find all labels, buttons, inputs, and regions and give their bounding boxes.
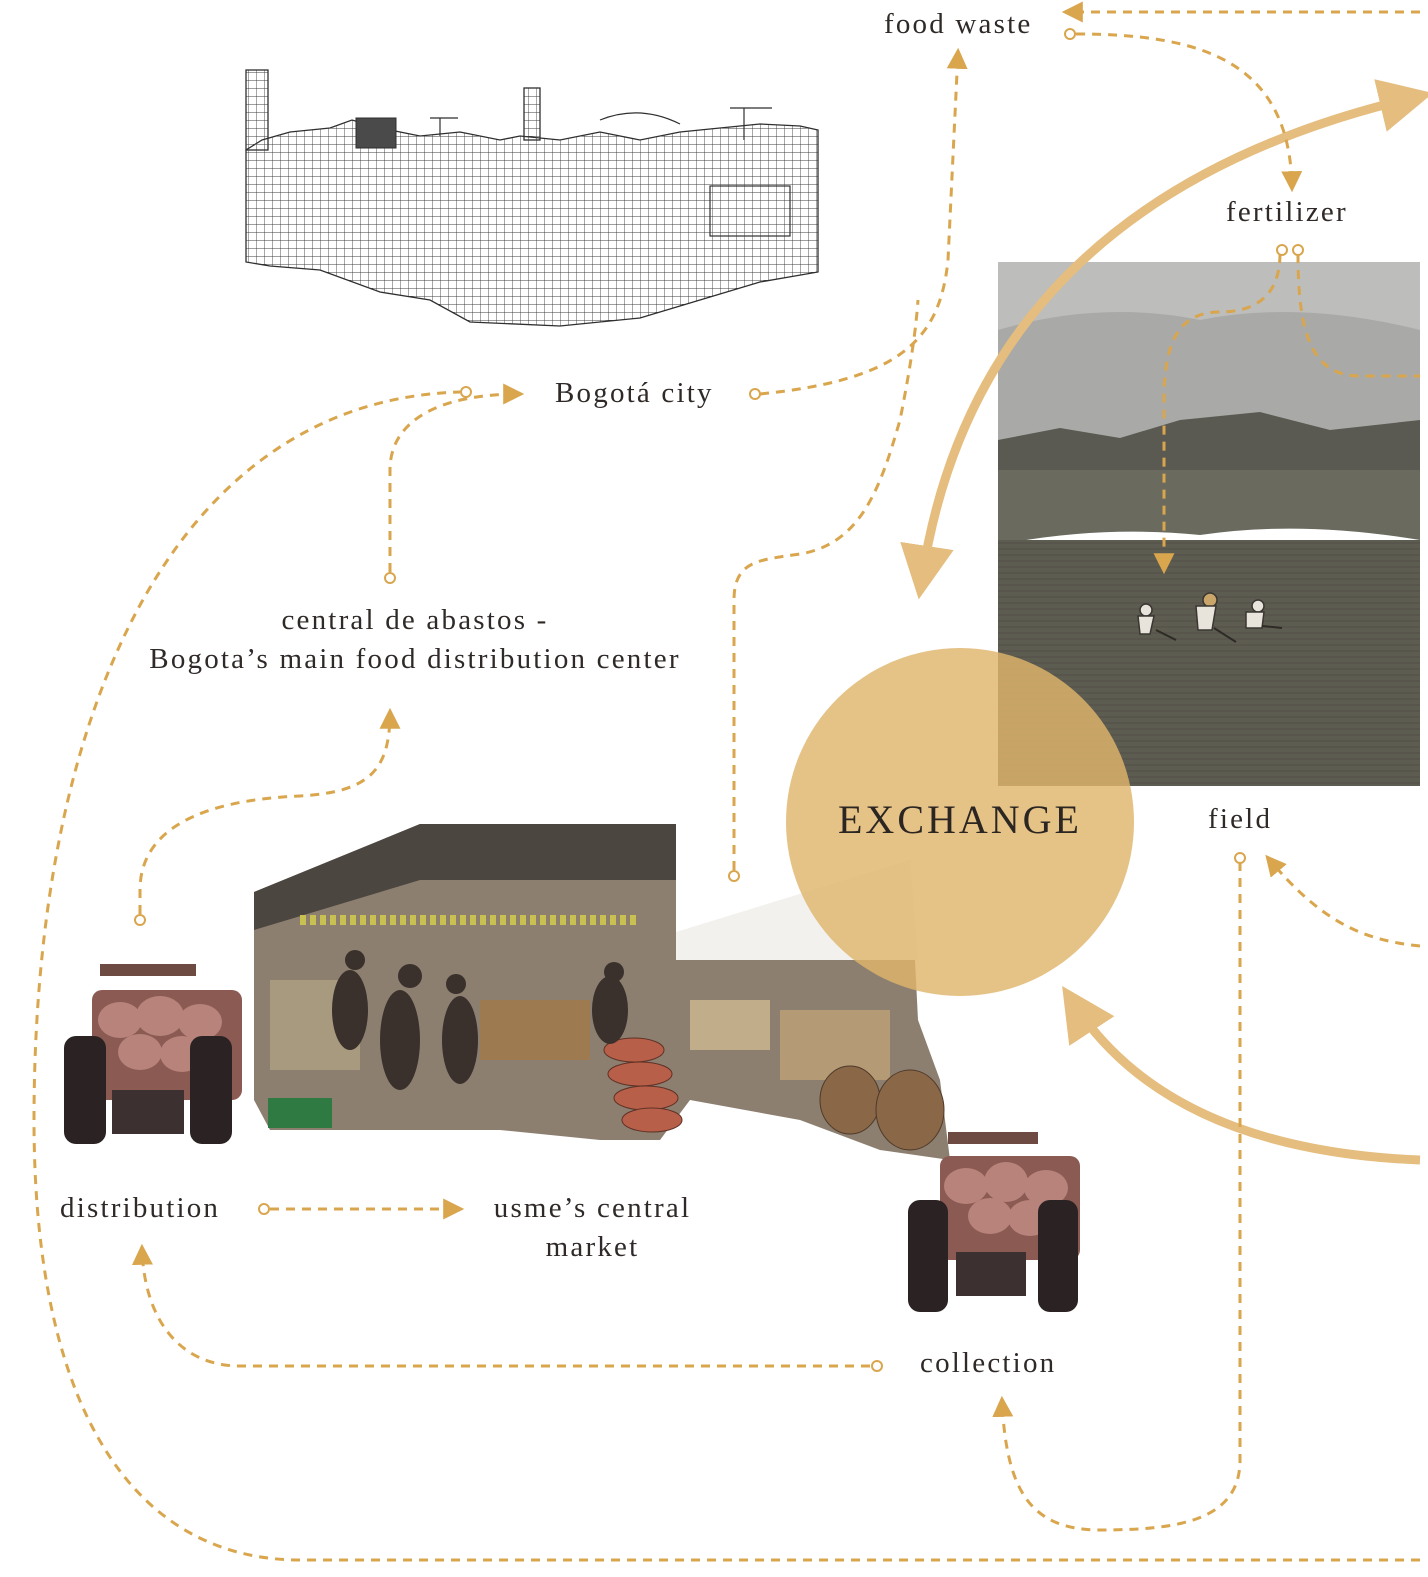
central-abastos-label-line1: central de abastos - [281,604,549,636]
field-to-exchange-arc [1062,985,1421,1165]
central-abastos-label-line2: Bogota’s main food distribution center [149,643,681,675]
bogota-skyline-sketch [245,69,819,327]
outer-loop-to-bogota-connector [32,390,1420,1562]
outer-to-field-connector [1265,854,1421,948]
connector-node [1234,852,1246,864]
exchange-label: EXCHANGE [838,797,1082,842]
connector-node [749,388,761,400]
usme-market-label-line2: market [545,1231,640,1263]
fertilizer-to-field-connector [1153,253,1282,575]
bogota-city-label: Bogotá city [555,377,714,409]
tractor-loaded-with-sacks-icon-2 [908,1132,1080,1312]
connector-node [134,914,146,926]
field-label: field [1208,803,1273,835]
fertilizer-label: fertilizer [1226,196,1348,228]
connector-node [460,386,472,398]
food-waste-to-fertilizer-connector [1075,32,1303,193]
connector-node [1276,244,1288,256]
exchange-to-field-arc [900,79,1428,600]
connector-node [1292,244,1304,256]
distribution-to-central-abastos-connector [138,707,401,914]
central-abastos-to-bogota-connector [388,383,525,572]
connector-node [871,1360,883,1372]
distribution-label: distribution [60,1192,221,1224]
field-to-collection-connector [992,862,1242,1532]
connector-node [384,572,396,584]
bogota-to-food-waste-connector [759,47,968,396]
connector-node [1064,28,1076,40]
usme-market-to-city-connector [732,299,920,870]
fertilizer-to-outer-connector [1296,253,1420,378]
connector-node [728,870,740,882]
connector-node [258,1203,270,1215]
collection-label: collection [920,1347,1057,1379]
tractor-loaded-with-sacks-icon [64,964,242,1144]
collection-to-distribution-connector [131,1243,870,1368]
exchange-circle [786,648,1134,996]
food-waste-label: food waste [884,8,1033,40]
usme-market-label-line1: usme’s central [493,1192,692,1224]
